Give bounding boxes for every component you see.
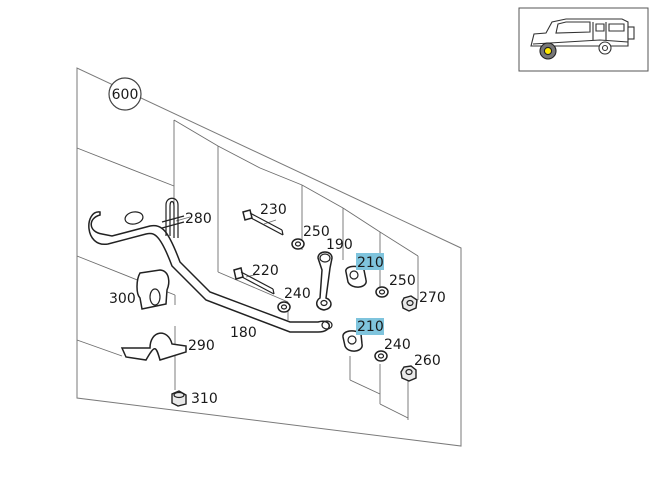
part-label-240-right[interactable]: 240 xyxy=(384,337,411,353)
part-label-190[interactable]: 190 xyxy=(326,237,353,253)
vehicle-thumbnail xyxy=(518,7,649,72)
nut-310 xyxy=(171,390,187,407)
part-label-300[interactable]: 300 xyxy=(109,291,136,307)
part-label-310[interactable]: 310 xyxy=(191,391,218,407)
part-label-240-left[interactable]: 240 xyxy=(284,286,311,302)
washer-250-right xyxy=(375,286,389,298)
part-label-280[interactable]: 280 xyxy=(185,211,212,227)
nut-260 xyxy=(400,365,417,382)
bushing-210-upper xyxy=(345,265,367,288)
washer-240-left xyxy=(277,301,291,313)
leader-lines xyxy=(76,119,419,420)
stabilizer-bar xyxy=(88,211,333,333)
nut-270 xyxy=(401,295,418,312)
part-label-260[interactable]: 260 xyxy=(414,353,441,369)
part-label-250-upper[interactable]: 250 xyxy=(303,224,330,240)
bolt-220 xyxy=(233,267,275,295)
bushing-210-lower xyxy=(342,330,363,352)
u-bolt xyxy=(161,197,185,238)
part-label-210-lower[interactable]: 210 xyxy=(357,319,384,335)
diagram-frame xyxy=(76,67,462,447)
part-label-250-right[interactable]: 250 xyxy=(389,273,416,289)
off-road-vehicle-icon xyxy=(530,18,635,60)
part-label-210-upper[interactable]: 210 xyxy=(357,255,384,271)
part-label-220[interactable]: 220 xyxy=(252,263,279,279)
bolt-230 xyxy=(242,209,284,236)
group-callout-circle xyxy=(108,77,142,111)
rubber-mount xyxy=(136,269,170,310)
group-label: 600 xyxy=(112,87,139,103)
highlight-210-lower xyxy=(356,318,384,335)
highlight-210-upper xyxy=(356,253,384,270)
clamp-bracket xyxy=(120,332,187,361)
washer-250-upper xyxy=(291,238,305,250)
part-label-230[interactable]: 230 xyxy=(260,202,287,218)
part-label-270[interactable]: 270 xyxy=(419,290,446,306)
part-label-290[interactable]: 290 xyxy=(188,338,215,354)
washer-240-right xyxy=(374,350,388,362)
link-strut xyxy=(316,251,333,311)
part-label-180[interactable]: 180 xyxy=(230,325,257,341)
